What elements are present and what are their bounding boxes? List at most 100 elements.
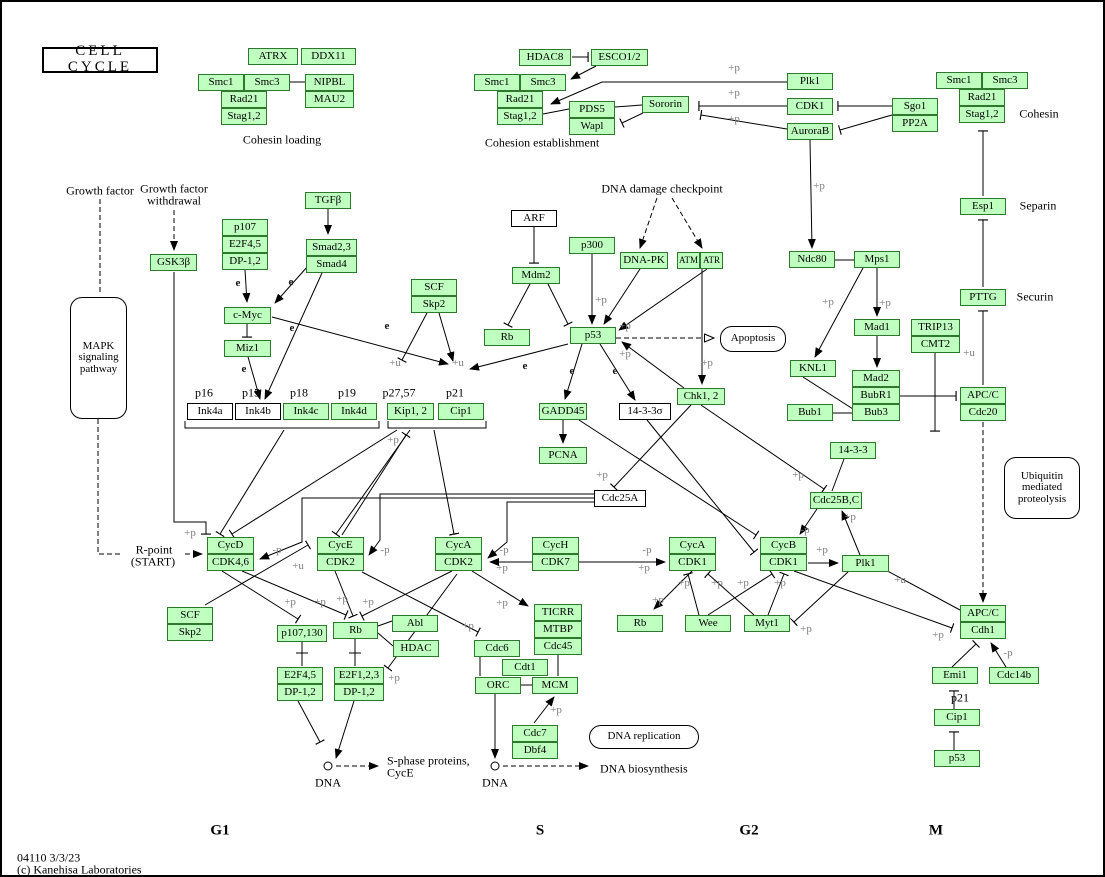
node-e2f4-5[interactable]: E2F4,5 [222, 236, 268, 253]
node-cdc25b-c[interactable]: Cdc25B,C [810, 492, 862, 509]
node-atr[interactable]: ATR [700, 252, 723, 269]
node-ddx11[interactable]: DDX11 [301, 48, 356, 65]
node-ink4b[interactable]: Ink4b [235, 403, 281, 420]
node-pp2a[interactable]: PP2A [892, 115, 938, 132]
node-dp-1-2[interactable]: DP-1,2 [222, 253, 268, 270]
node-cdk1[interactable]: CDK1 [787, 98, 833, 115]
node-bubr1[interactable]: BubR1 [852, 387, 900, 404]
node-stag1-2[interactable]: Stag1,2 [221, 108, 267, 125]
node-p300[interactable]: p300 [569, 237, 615, 254]
node-dna-pk[interactable]: DNA-PK [620, 252, 668, 269]
node-cdc20[interactable]: Cdc20 [960, 404, 1006, 421]
node-tgf[interactable]: TGFβ [305, 192, 351, 209]
node-atrx[interactable]: ATRX [248, 48, 298, 65]
node-cdc7[interactable]: Cdc7 [512, 725, 558, 742]
node-ink4c[interactable]: Ink4c [283, 403, 329, 420]
node-cmt2[interactable]: CMT2 [911, 336, 960, 353]
node-kip1-2[interactable]: Kip1, 2 [387, 403, 434, 420]
node-sororin[interactable]: Sororin [642, 96, 689, 113]
node-sgo1[interactable]: Sgo1 [892, 98, 938, 115]
node-14-3-3[interactable]: 14-3-3σ [619, 403, 671, 420]
node-apc-c[interactable]: APC/C [960, 387, 1006, 404]
node-dp-1-2[interactable]: DP-1,2 [334, 684, 384, 701]
node-scf[interactable]: SCF [167, 607, 213, 624]
node-nipbl[interactable]: NIPBL [305, 74, 354, 91]
node-e2f4-5[interactable]: E2F4,5 [277, 667, 323, 684]
node-cyce[interactable]: CycE [317, 537, 364, 554]
node-atm[interactable]: ATM [677, 252, 700, 269]
node-skp2[interactable]: Skp2 [167, 624, 213, 641]
node-mad1[interactable]: Mad1 [854, 319, 900, 336]
node-dbf4[interactable]: Dbf4 [512, 742, 558, 759]
node-rb[interactable]: Rb [484, 329, 530, 346]
node-rad21[interactable]: Rad21 [959, 89, 1005, 106]
node-cdt1[interactable]: Cdt1 [502, 659, 548, 676]
node-cip1[interactable]: Cip1 [438, 403, 484, 420]
node-cdc14b[interactable]: Cdc14b [989, 667, 1039, 684]
node-mtbp[interactable]: MTBP [534, 621, 582, 638]
node-mau2[interactable]: MAU2 [305, 91, 354, 108]
node-ink4a[interactable]: Ink4a [187, 403, 233, 420]
node-cdk2[interactable]: CDK2 [435, 554, 482, 571]
node-stag1-2[interactable]: Stag1,2 [959, 106, 1005, 123]
node-orc[interactable]: ORC [475, 677, 521, 694]
node-c-myc[interactable]: c-Myc [224, 307, 271, 324]
node-mad2[interactable]: Mad2 [852, 370, 900, 387]
node-knl1[interactable]: KNL1 [790, 360, 836, 377]
node-mcm[interactable]: MCM [532, 677, 578, 694]
node-mps1[interactable]: Mps1 [854, 251, 900, 268]
node-mdm2[interactable]: Mdm2 [512, 267, 560, 284]
node-stag1-2[interactable]: Stag1,2 [497, 108, 543, 125]
node-trip13[interactable]: TRIP13 [911, 319, 960, 336]
node-ubiquitin-mediated-proteolysis[interactable]: Ubiquitin mediated proteolysis [1004, 457, 1080, 519]
node-cip1[interactable]: Cip1 [934, 709, 980, 726]
node-cycd[interactable]: CycD [207, 537, 254, 554]
node-e2f1-2-3[interactable]: E2F1,2,3 [334, 667, 384, 684]
node-smc1[interactable]: Smc1 [474, 74, 520, 91]
node-smad2-3[interactable]: Smad2,3 [306, 239, 357, 256]
node-bub1[interactable]: Bub1 [787, 404, 833, 421]
node-rb[interactable]: Rb [333, 622, 378, 639]
node-smc3[interactable]: Smc3 [520, 74, 566, 91]
node-p53[interactable]: p53 [934, 750, 980, 767]
node-bub3[interactable]: Bub3 [852, 404, 900, 421]
node-ticrr[interactable]: TICRR [534, 604, 582, 621]
node-smad4[interactable]: Smad4 [306, 256, 357, 273]
node-cdk7[interactable]: CDK7 [532, 554, 579, 571]
node-dp-1-2[interactable]: DP-1,2 [277, 684, 323, 701]
node-cych[interactable]: CycH [532, 537, 579, 554]
node-dna-replication[interactable]: DNA replication [589, 725, 699, 749]
node-cyca[interactable]: CycA [669, 537, 716, 554]
node-apc-c[interactable]: APC/C [960, 605, 1006, 622]
node-wapl[interactable]: Wapl [569, 118, 615, 135]
node-hdac[interactable]: HDAC [393, 640, 439, 657]
node-cyca[interactable]: CycA [435, 537, 482, 554]
node-apoptosis[interactable]: Apoptosis [720, 326, 786, 352]
node-cdk1[interactable]: CDK1 [760, 554, 807, 571]
node-ink4d[interactable]: Ink4d [331, 403, 377, 420]
node-aurorab[interactable]: AuroraB [787, 123, 833, 140]
node-cycb[interactable]: CycB [760, 537, 807, 554]
node-rad21[interactable]: Rad21 [221, 91, 267, 108]
node-cdc6[interactable]: Cdc6 [474, 640, 520, 657]
node-miz1[interactable]: Miz1 [224, 340, 271, 357]
node-smc1[interactable]: Smc1 [198, 74, 244, 91]
node-cdk1[interactable]: CDK1 [669, 554, 716, 571]
node-wee[interactable]: Wee [685, 615, 731, 632]
node-esco1-2[interactable]: ESCO1/2 [591, 49, 648, 66]
node-hdac8[interactable]: HDAC8 [519, 49, 571, 66]
node-abl[interactable]: Abl [392, 615, 438, 632]
node-esp1[interactable]: Esp1 [960, 198, 1006, 215]
node-pds5[interactable]: PDS5 [569, 101, 615, 118]
node-cdk4-6[interactable]: CDK4,6 [207, 554, 254, 571]
node-emi1[interactable]: Emi1 [932, 667, 978, 684]
node-pttg[interactable]: PTTG [960, 289, 1006, 306]
node-scf[interactable]: SCF [411, 279, 457, 296]
node-chk1-2[interactable]: Chk1, 2 [677, 388, 725, 405]
node-cdc45[interactable]: Cdc45 [534, 638, 582, 655]
node-pcna[interactable]: PCNA [539, 447, 587, 464]
node-ndc80[interactable]: Ndc80 [789, 251, 835, 268]
node-arf[interactable]: ARF [511, 210, 557, 227]
node-mapk-signaling-pathway[interactable]: MAPK signaling pathway [70, 297, 127, 419]
node-rb[interactable]: Rb [617, 615, 663, 632]
